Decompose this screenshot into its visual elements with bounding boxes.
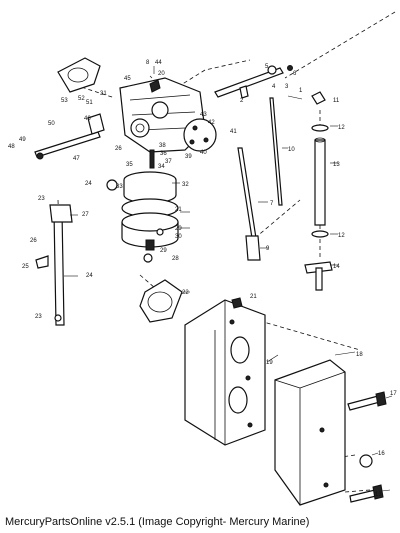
callout-16: 16 bbox=[378, 451, 385, 457]
callout-22: 22 bbox=[182, 290, 189, 296]
assembly-guide-line bbox=[139, 274, 156, 289]
callout-5: 5 bbox=[265, 64, 269, 70]
callout-13: 13 bbox=[333, 162, 340, 168]
plate-screw bbox=[231, 297, 243, 309]
callout-45: 45 bbox=[124, 76, 131, 82]
callout-23: 23 bbox=[38, 196, 45, 202]
callout-33: 33 bbox=[116, 184, 123, 190]
callout-3: 3 bbox=[285, 84, 289, 90]
callout-9: 9 bbox=[266, 246, 270, 252]
callout-29: 29 bbox=[160, 248, 167, 254]
callout-35: 35 bbox=[126, 162, 133, 168]
callout-31: 31 bbox=[100, 91, 107, 97]
callout-21: 21 bbox=[250, 294, 257, 300]
callout-41: 41 bbox=[230, 129, 237, 135]
throttle-link-bar bbox=[35, 204, 73, 326]
callout-24: 24 bbox=[86, 273, 93, 279]
callout-23: 23 bbox=[35, 314, 42, 320]
callout-30: 30 bbox=[175, 234, 182, 240]
center-rods bbox=[237, 97, 283, 261]
callout-46: 46 bbox=[84, 116, 91, 122]
callout-26: 26 bbox=[30, 238, 37, 244]
assembly-guide-line bbox=[254, 199, 301, 239]
callout-47: 47 bbox=[73, 156, 80, 162]
callout-17: 17 bbox=[390, 391, 397, 397]
callout-leaders bbox=[64, 66, 393, 492]
exploded-parts-diagram: 1 2 3 4 5 6 7 8 9 10 11 12 12 13 13 14 1… bbox=[8, 11, 397, 506]
callout-42: 42 bbox=[208, 120, 215, 126]
flange-gasket bbox=[57, 57, 101, 93]
callout-50: 50 bbox=[48, 121, 55, 127]
callout-48: 48 bbox=[8, 144, 15, 150]
choke-linkage bbox=[214, 65, 293, 99]
callout-39: 39 bbox=[185, 154, 192, 160]
callout-12: 12 bbox=[338, 125, 345, 131]
callout-6: 6 bbox=[293, 71, 297, 77]
throttle-shaft bbox=[34, 113, 105, 160]
choke-tube bbox=[304, 91, 333, 291]
callout-2: 2 bbox=[240, 98, 244, 104]
choke-plate bbox=[183, 118, 217, 152]
callout-4: 4 bbox=[272, 84, 276, 90]
callout-29: 29 bbox=[175, 226, 182, 232]
callout-labels: 1 2 3 4 5 6 7 8 9 10 11 12 12 13 13 14 1… bbox=[8, 60, 397, 498]
callout-51: 51 bbox=[86, 100, 93, 106]
callout-38: 38 bbox=[159, 143, 166, 149]
float-bowl bbox=[121, 171, 179, 263]
callout-8: 8 bbox=[146, 60, 150, 66]
callout-18: 18 bbox=[356, 352, 363, 358]
callout-25: 25 bbox=[22, 264, 29, 270]
callout-1: 1 bbox=[299, 88, 303, 94]
callout-11: 11 bbox=[333, 98, 340, 104]
callout-7: 7 bbox=[270, 201, 274, 207]
cover-housing bbox=[274, 359, 346, 506]
callout-12: 12 bbox=[338, 233, 345, 239]
callout-10: 10 bbox=[288, 147, 295, 153]
image-copyright-caption: MercuryPartsOnline v2.5.1 (Image Copyrig… bbox=[5, 516, 310, 528]
callout-37: 37 bbox=[165, 159, 172, 165]
callout-28: 28 bbox=[172, 256, 179, 262]
callout-53: 53 bbox=[61, 98, 68, 104]
callout-14: 14 bbox=[333, 264, 340, 270]
callout-26: 26 bbox=[115, 146, 122, 152]
bowl-hardware bbox=[106, 149, 164, 236]
callout-32: 32 bbox=[182, 182, 189, 188]
callout-19: 19 bbox=[266, 360, 273, 366]
callout-21: 21 bbox=[175, 207, 182, 213]
callout-20: 20 bbox=[158, 71, 165, 77]
callout-40: 40 bbox=[200, 150, 207, 156]
cover-screws bbox=[347, 391, 387, 503]
callout-52: 52 bbox=[78, 96, 85, 102]
callout-27: 27 bbox=[82, 212, 89, 218]
callout-34: 34 bbox=[158, 164, 165, 170]
mounting-plate bbox=[184, 299, 266, 446]
callout-13: 13 bbox=[375, 492, 382, 498]
bowl-gasket bbox=[139, 279, 183, 323]
callout-43: 43 bbox=[200, 112, 207, 118]
callout-49: 49 bbox=[19, 137, 26, 143]
callout-36: 36 bbox=[160, 151, 167, 157]
assembly-guide-line bbox=[284, 11, 396, 79]
callout-24: 24 bbox=[85, 181, 92, 187]
callout-44: 44 bbox=[155, 60, 162, 66]
